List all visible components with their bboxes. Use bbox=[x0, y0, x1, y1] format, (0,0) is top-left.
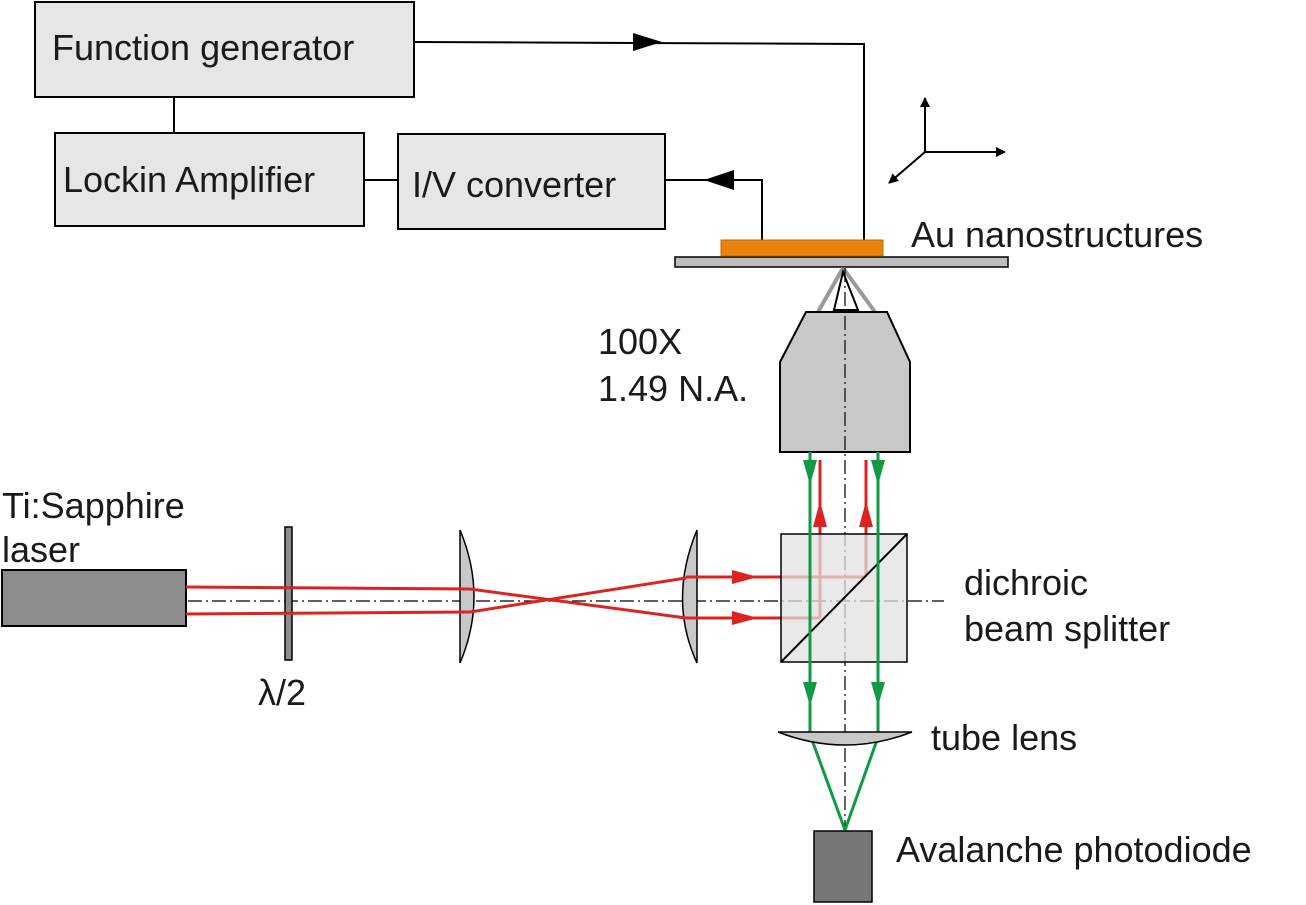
lockin-amplifier-box bbox=[54, 132, 365, 227]
sample-to-iv-wire bbox=[665, 179, 763, 240]
first-lens bbox=[459, 529, 475, 664]
sample-slide bbox=[674, 256, 1009, 268]
tube-lens bbox=[777, 731, 913, 746]
emission-arrowheads bbox=[803, 460, 885, 706]
second-lens bbox=[681, 529, 698, 664]
function-generator-box bbox=[34, 1, 415, 98]
iv-wire-arrowhead bbox=[704, 170, 734, 190]
objective-magnification-label: 100X bbox=[598, 321, 683, 362]
iv-converter-box bbox=[397, 133, 666, 230]
photodiode-label: Avalanche photodiode bbox=[896, 829, 1252, 870]
au-nanostructures-sample bbox=[720, 239, 884, 257]
dichroic-mirror bbox=[780, 533, 908, 663]
dichroic-label-line1: dichroic bbox=[964, 562, 1089, 603]
lockin-amplifier-label: Lockin Amplifier bbox=[63, 159, 316, 200]
tube-lens-label: tube lens bbox=[931, 717, 1078, 758]
laser-label-line1: Ti:Sapphire bbox=[2, 485, 185, 526]
excitation-arrowheads bbox=[732, 501, 873, 625]
ti-sapphire-laser bbox=[1, 569, 187, 627]
objective-na-label: 1.49 N.A. bbox=[598, 368, 749, 409]
function-generator-label: Function generator bbox=[52, 27, 355, 68]
dichroic-label-line2: beam splitter bbox=[964, 608, 1171, 649]
xyz-axes-icon bbox=[888, 97, 1006, 184]
avalanche-photodiode bbox=[813, 830, 873, 903]
fg-wire-arrowhead bbox=[633, 33, 662, 51]
half-wave-plate-label: λ/2 bbox=[258, 672, 307, 713]
fg-to-sample-wire bbox=[413, 41, 865, 240]
half-wave-plate bbox=[284, 526, 293, 661]
laser-label-line2: laser bbox=[2, 529, 81, 570]
au-nanostructures-label: Au nanostructures bbox=[911, 214, 1204, 255]
iv-converter-label: I/V converter bbox=[412, 164, 617, 205]
